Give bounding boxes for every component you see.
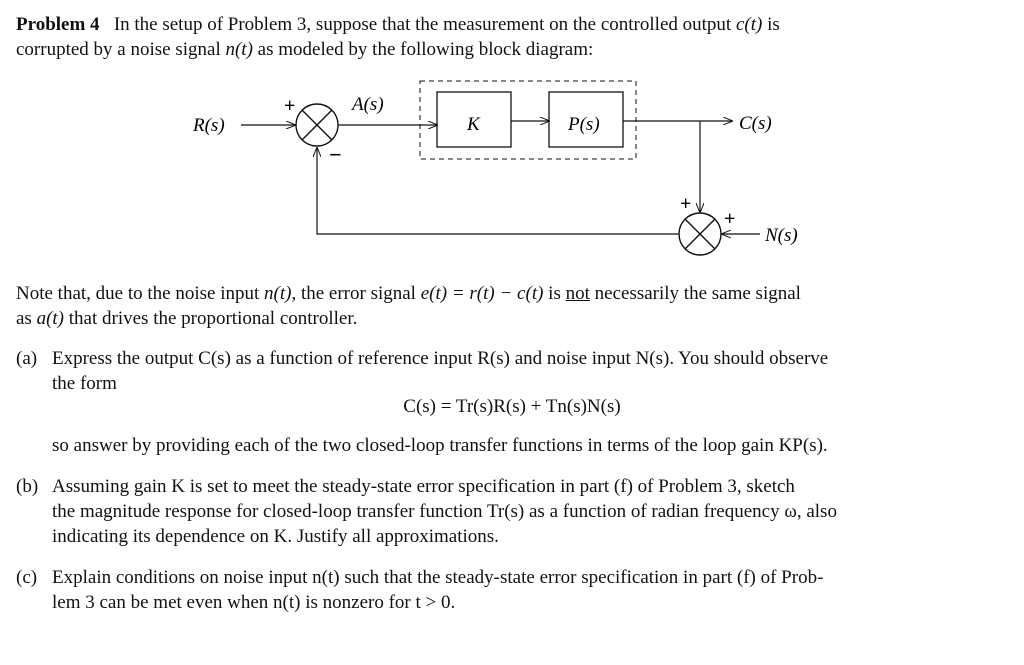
part-a-line-1: Express the output C(s) as a function of… xyxy=(52,348,829,369)
note-text-2c: that drives the proportional controller. xyxy=(68,308,358,329)
note-at: a(t) xyxy=(36,308,65,329)
part-a-line-2: the form xyxy=(52,373,117,394)
part-a-line-3: so answer by providing each of the two c… xyxy=(52,435,828,456)
block-k-label: K xyxy=(466,114,481,135)
note-text-2a: as xyxy=(16,308,32,329)
block-k xyxy=(436,91,512,148)
note-not-underlined: not xyxy=(565,283,590,304)
note-text-1f: necessarily the same signal xyxy=(594,283,801,304)
part-b-line-1: Assuming gain K is set to meet the stead… xyxy=(52,476,795,497)
part-a: (a) Express the output C(s) as a functio… xyxy=(16,346,1008,456)
summing-junction-2 xyxy=(678,212,722,256)
signal-a-label: A(s) xyxy=(350,94,384,115)
plus-sign-2-top: + xyxy=(680,193,691,215)
note-nt: n(t) xyxy=(264,283,292,304)
note-line-1: Note that, due to the noise input n(t), … xyxy=(16,281,1008,306)
minus-sign-1: − xyxy=(329,142,342,167)
plus-sign-2-right: + xyxy=(724,208,735,230)
intro-text-1a: In the setup of Problem 3, suppose that … xyxy=(113,14,732,35)
feedback-path xyxy=(317,148,679,235)
intro-text-2c: as modeled by the following block diagra… xyxy=(257,39,594,60)
part-b-line-3: indicating its dependence on K. Justify … xyxy=(52,526,499,547)
problem-heading: Problem 4 xyxy=(16,14,100,35)
dashed-system-box xyxy=(419,80,637,160)
problem-intro-line2: corrupted by a noise signal n(t) as mode… xyxy=(16,37,1008,62)
intro-ct: c(t) xyxy=(735,14,763,35)
note-text-1c: , the error signal xyxy=(291,283,416,304)
noise-label: N(s) xyxy=(764,225,798,246)
part-c-label: (c) xyxy=(16,567,38,588)
input-label: R(s) xyxy=(192,115,225,136)
note-text-1a: Note that, due to the noise input xyxy=(16,283,260,304)
block-p-label: P(s) xyxy=(567,114,600,135)
note-line-2: as a(t) that drives the proportional con… xyxy=(16,306,1008,331)
intro-nt: n(t) xyxy=(225,39,253,60)
note-text-1e: is xyxy=(548,283,561,304)
problem-intro: Problem 4 In the setup of Problem 3, sup… xyxy=(16,12,1008,37)
part-b-label: (b) xyxy=(16,476,39,497)
block-diagram: R(s) + − A(s) K P(s) C(s) + + N(s) xyxy=(192,80,798,256)
part-c-line-1: Explain conditions on noise input n(t) s… xyxy=(52,567,824,588)
intro-text-1c: is xyxy=(767,14,780,35)
part-a-equation: C(s) = Tr(s)R(s) + Tn(s)N(s) xyxy=(403,396,621,417)
output-label: C(s) xyxy=(739,113,772,134)
summing-junction-1 xyxy=(295,103,339,147)
note-error-eq: e(t) = r(t) − c(t) xyxy=(420,283,544,304)
plus-sign-1: + xyxy=(284,95,295,117)
part-c-line-2: lem 3 can be met even when n(t) is nonze… xyxy=(52,592,456,613)
part-b-line-2: the magnitude response for closed-loop t… xyxy=(52,501,837,522)
intro-text-2a: corrupted by a noise signal xyxy=(16,39,221,60)
block-p xyxy=(548,91,624,148)
part-a-label: (a) xyxy=(16,348,38,369)
